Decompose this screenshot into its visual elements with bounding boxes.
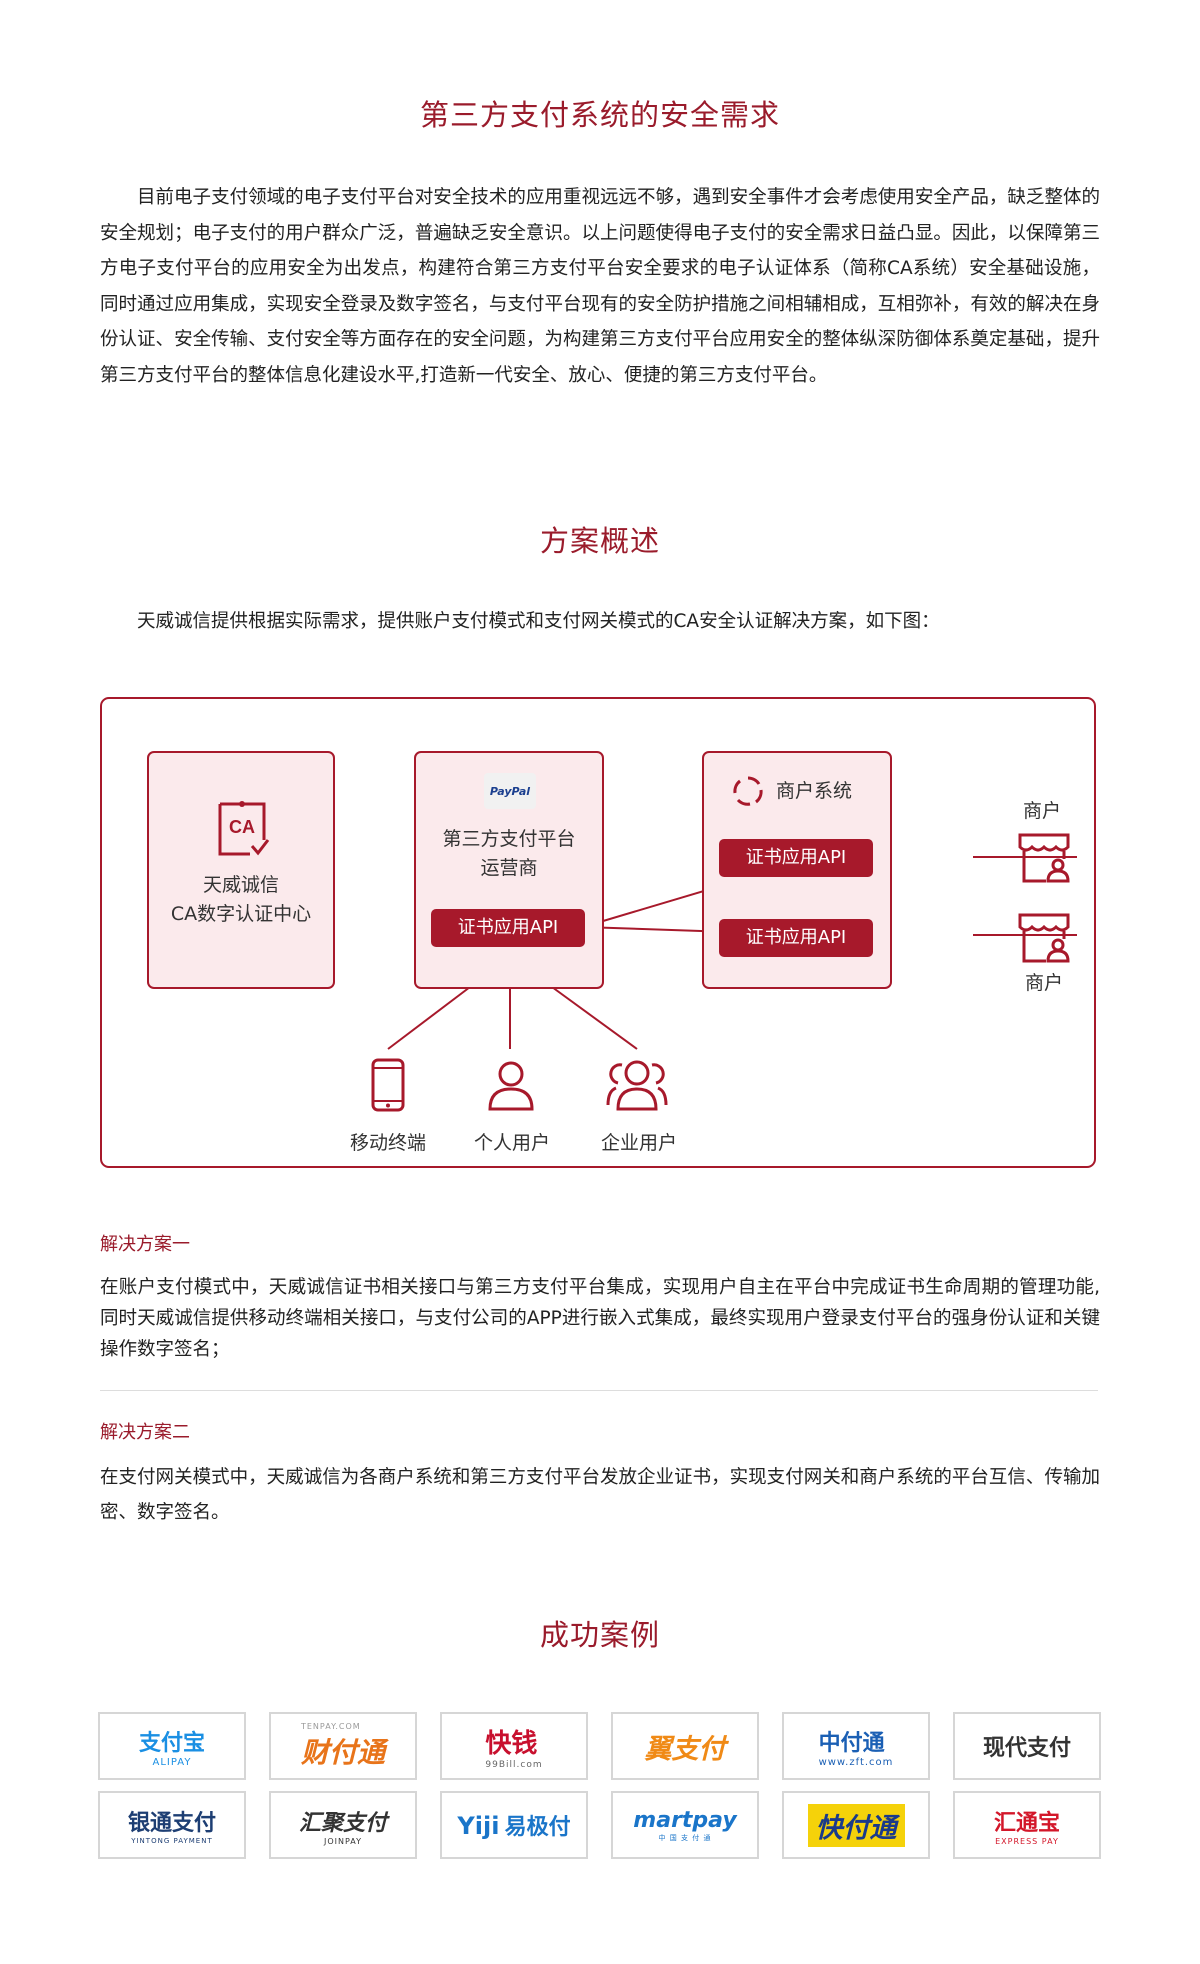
logo-zft: 中付通 www.zft.com [782, 1712, 930, 1780]
logo-yintong: 银通支付 YINTONG PAYMENT [98, 1791, 246, 1859]
ca-center-box: CA 天威诚信 CA数字认证中心 [147, 751, 335, 989]
overview-intro: 天威诚信提供根据实际需求，提供账户支付模式和支付网关模式的CA安全认证解决方案，… [137, 611, 940, 632]
section-title-security: 第三方支付系统的安全需求 [419, 98, 780, 132]
section-title-cases: 成功案例 [539, 1618, 660, 1652]
merchant-system-box: 商户系统 证书应用API 证书应用API [702, 751, 892, 989]
solution-divider [100, 1390, 1098, 1391]
merchant-system-title: 商户系统 [776, 780, 853, 802]
security-paragraph: 目前电子支付领域的电子支付平台对安全技术的应用重视远远不够，遇到安全事件才会考虑… [100, 187, 1100, 386]
logo-99bill: 快钱 99Bill.com [440, 1712, 588, 1780]
ca-icon-label: CA [229, 817, 255, 837]
logo-smartpay: martpay 中 国 支 付 通 [611, 1791, 759, 1859]
merchant-api-pill-1: 证书应用API [719, 839, 873, 877]
store-icon-bottom [1016, 911, 1072, 965]
ca-center-line1: 天威诚信 [202, 874, 279, 896]
logo-modern-pay: 现代支付 [953, 1712, 1101, 1780]
logo-tenpay: TENPAY.COM 财付通 [269, 1712, 417, 1780]
ca-center-line2: CA数字认证中心 [170, 903, 312, 925]
solution-2-title: 解决方案二 [100, 1422, 190, 1443]
logo-kuaifutong: 快付通 [782, 1791, 930, 1859]
mobile-phone-icon [370, 1057, 406, 1113]
platform-api-pill: 证书应用API [431, 909, 585, 947]
ca-certificate-icon: CA [214, 800, 270, 858]
platform-box: PayPal 第三方支付平台 运营商 证书应用API [414, 751, 604, 989]
platform-line2: 运营商 [480, 857, 538, 879]
logo-bestpay: 翼支付 [611, 1712, 759, 1780]
section-title-overview: 方案概述 [539, 524, 660, 558]
personal-label: 个人用户 [473, 1132, 550, 1154]
person-icon [486, 1059, 536, 1111]
connector-mobile [387, 986, 471, 1050]
merchant-api-pill-2: 证书应用API [719, 919, 873, 957]
group-users-icon [604, 1057, 670, 1113]
logo-huitongbao: 汇通宝 EXPRESS PAY [953, 1791, 1101, 1859]
solution-diagram: CA 天威诚信 CA数字认证中心 PayPal 第三方支付平台 运营商 证书应用… [100, 697, 1096, 1168]
logo-alipay: 支付宝 ALIPAY [98, 1712, 246, 1780]
merchant-bottom-label: 商户 [1024, 972, 1063, 994]
merchant-top-label: 商户 [1022, 800, 1061, 822]
store-icon-top [1016, 831, 1072, 885]
platform-line1: 第三方支付平台 [442, 828, 576, 850]
mobile-label: 移动终端 [349, 1132, 426, 1154]
solution-1-title: 解决方案一 [100, 1234, 190, 1255]
paypal-logo: PayPal [484, 773, 536, 809]
logo-joinpay: 汇聚支付 JOINPAY [269, 1791, 417, 1859]
logo-yiji: Yiji 易极付 [440, 1791, 588, 1859]
enterprise-label: 企业用户 [600, 1132, 677, 1154]
merchant-system-icon [732, 775, 764, 807]
solution-2-text: 在支付网关模式中，天威诚信为各商户系统和第三方支付平台发放企业证书，实现支付网关… [100, 1467, 1100, 1523]
connector-enterprise [551, 986, 638, 1050]
solution-1-text: 在账户支付模式中，天威诚信证书相关接口与第三方支付平台集成，实现用户自主在平台中… [100, 1277, 1100, 1360]
